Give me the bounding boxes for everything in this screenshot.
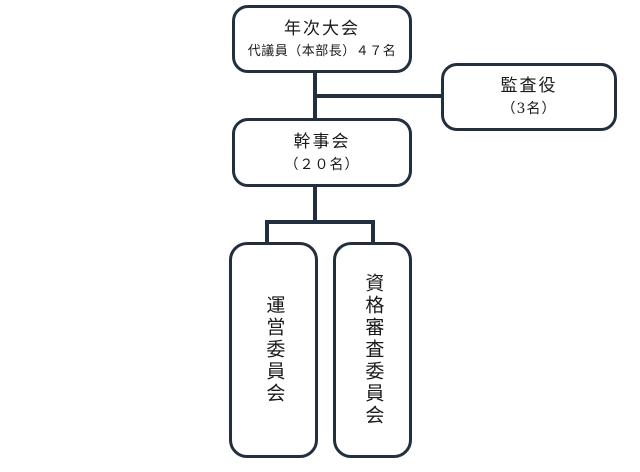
node-board-title: 幹事会 bbox=[293, 131, 351, 152]
node-qualification-committee[interactable]: 資格審査委員会 bbox=[333, 242, 412, 458]
node-annual-meeting-subtitle: 代議員（本部長）４７名 bbox=[247, 43, 397, 59]
node-annual-meeting-title: 年次大会 bbox=[284, 18, 360, 39]
node-steering-committee[interactable]: 運営委員会 bbox=[229, 242, 318, 458]
node-annual-meeting[interactable]: 年次大会 代議員（本部長）４７名 bbox=[232, 5, 412, 73]
node-auditor-subtitle: （3名） bbox=[501, 101, 557, 118]
node-steering-committee-title: 運営委員会 bbox=[263, 295, 286, 405]
node-qualification-committee-title: 資格審査委員会 bbox=[362, 273, 385, 427]
connector-board-to-steering-committee bbox=[265, 220, 269, 246]
connector-board-stem bbox=[313, 185, 317, 224]
connector-board-to-qualification-committee bbox=[371, 220, 375, 246]
node-auditor[interactable]: 監査役 （3名） bbox=[441, 63, 617, 131]
node-auditor-title: 監査役 bbox=[500, 76, 558, 97]
connector-board-tee-bar bbox=[265, 220, 375, 224]
connector-annual-meeting-to-auditor bbox=[313, 94, 443, 98]
node-board[interactable]: 幹事会 （２０名） bbox=[232, 118, 412, 187]
node-board-subtitle: （２０名） bbox=[284, 156, 360, 173]
